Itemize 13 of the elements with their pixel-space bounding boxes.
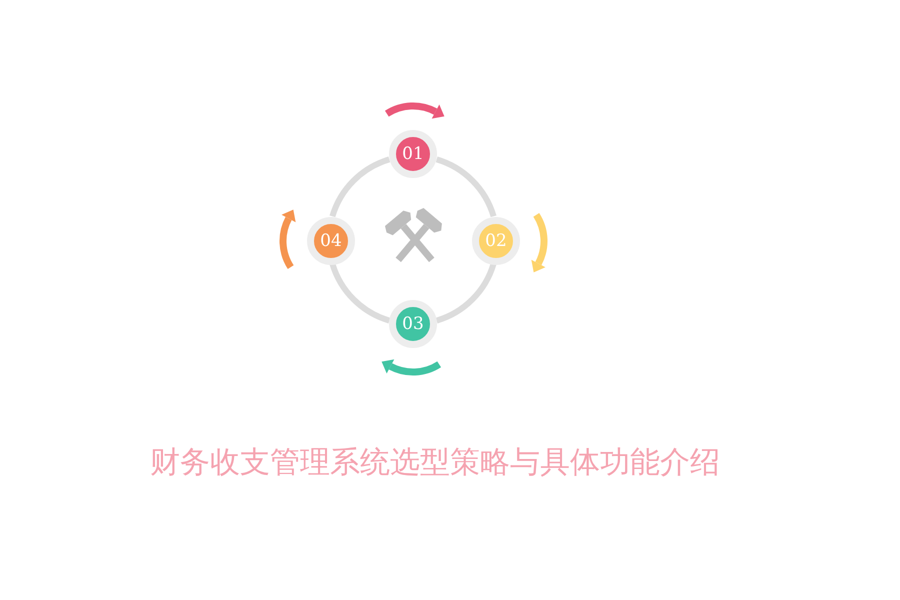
title: 财务收支管理系统选型策略与具体功能介绍	[149, 444, 721, 482]
step-number: 03	[402, 316, 424, 332]
step-number: 02	[485, 232, 507, 250]
step-number: 04	[320, 232, 342, 250]
ring-connector	[436, 156, 496, 218]
number-circle	[307, 217, 355, 265]
ring-connector	[436, 262, 496, 324]
number-circle	[389, 300, 437, 348]
number-circle	[472, 217, 520, 265]
ring-connector	[330, 156, 390, 218]
number-circle	[389, 130, 437, 178]
step-number: 01	[402, 146, 424, 162]
ring-connector	[330, 262, 390, 324]
